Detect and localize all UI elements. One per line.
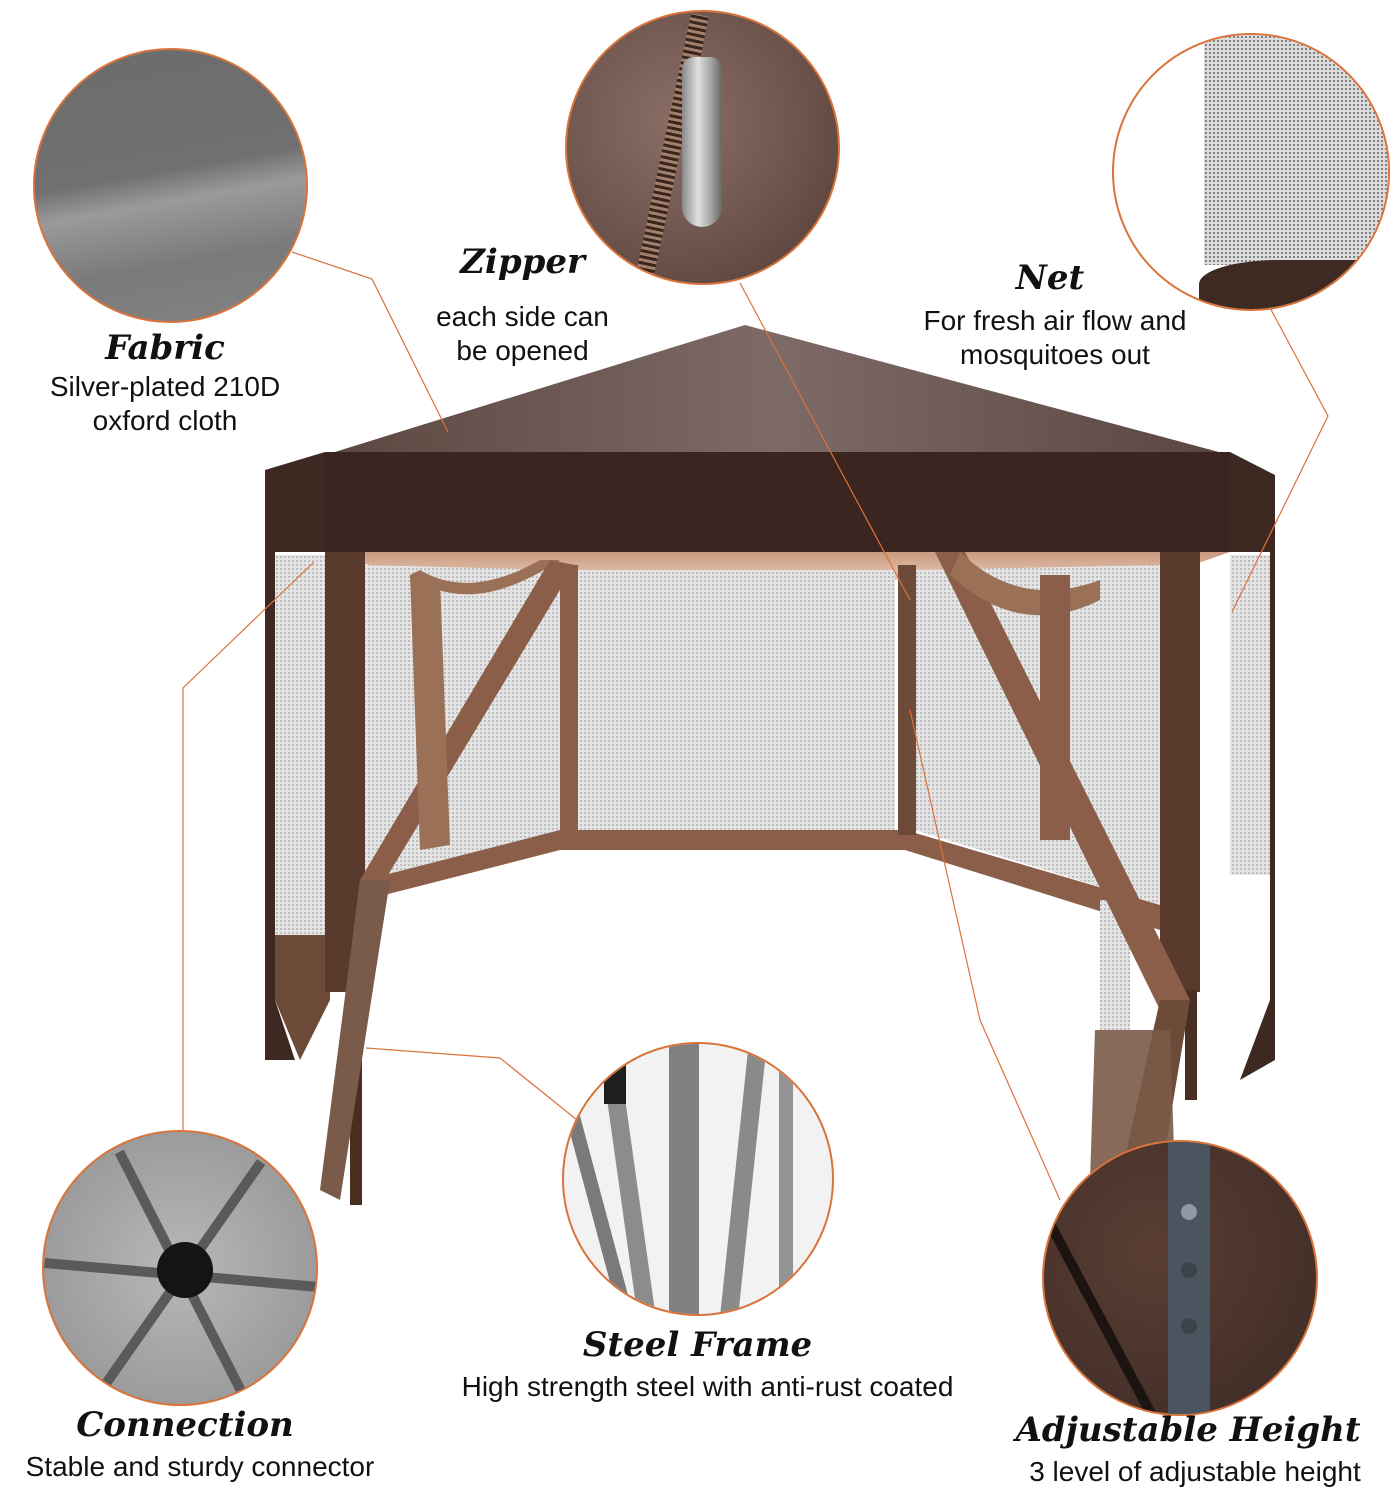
adjust-hole-icon	[1181, 1204, 1197, 1220]
right-front-post	[1160, 552, 1200, 992]
hub-connector-icon	[157, 1242, 213, 1298]
net-hem-brown	[1199, 260, 1388, 309]
connection-leader	[182, 561, 315, 1140]
adjustable-height-description: 3 level of adjustable height	[1000, 1455, 1390, 1489]
adjustable-height-closeup-image	[1042, 1140, 1318, 1416]
net-description-line-2: mosquitoes out	[960, 338, 1150, 370]
adjustable-height-title: Adjustable Height	[1015, 1410, 1361, 1450]
connection-description-line-1: Stable and sturdy connector	[25, 1451, 375, 1482]
net-leader	[1231, 303, 1329, 613]
steel-bar	[718, 1044, 768, 1314]
connection-closeup-image	[42, 1130, 318, 1406]
steel-frame-title: Steel Frame	[582, 1325, 813, 1365]
zipper-title: Zipper	[460, 242, 585, 282]
fabric-closeup-image	[33, 48, 308, 323]
steel-bar	[779, 1044, 793, 1314]
zipper-leader	[739, 282, 911, 601]
zipper-description-line-2: be opened	[456, 334, 589, 366]
net-description: For fresh air flow and mosquitoes out	[890, 304, 1220, 371]
back-mesh-wall	[575, 570, 895, 830]
connection-description: Stable and sturdy connector	[0, 1450, 400, 1484]
adjustable-leg-bar	[1168, 1142, 1210, 1414]
fabric-description-line-1: Silver-plated 210D	[49, 371, 281, 402]
zipper-closeup-image	[565, 10, 840, 285]
steel-hinge	[604, 1064, 626, 1104]
net-closeup-image	[1112, 33, 1390, 311]
connection-title: Connection	[76, 1405, 294, 1445]
adjustable-height-leader	[909, 709, 1061, 1201]
steel-frame-closeup-image	[562, 1042, 834, 1316]
gazebo-roof	[325, 325, 1230, 455]
steel-frame-description: High strength steel with anti-rust coate…	[420, 1370, 995, 1404]
fabric-description: Silver-plated 210D oxford cloth	[10, 370, 320, 437]
steel-frame-leader	[365, 1047, 578, 1121]
gazebo-valance	[325, 452, 1230, 552]
fabric-description-line-2: oxford cloth	[92, 404, 238, 436]
mesh-texture	[1204, 35, 1388, 265]
zipper-pull-icon	[682, 57, 722, 227]
adjust-hole-icon	[1181, 1318, 1197, 1334]
leader-lines	[182, 251, 1329, 1201]
net-title: Net	[1015, 258, 1085, 298]
fabric-leader	[291, 251, 449, 433]
zipper-description-line-1: each side can	[436, 301, 609, 332]
zipper-description: each side can be opened	[410, 300, 635, 367]
net-description-line-1: For fresh air flow and	[923, 305, 1187, 336]
steel-bar	[669, 1044, 699, 1314]
adjustable-height-description-line-1: 3 level of adjustable height	[1029, 1456, 1361, 1487]
fabric-title: Fabric	[105, 328, 225, 368]
steel-frame-description-line-1: High strength steel with anti-rust coate…	[461, 1371, 954, 1402]
adjust-hole-icon	[1181, 1262, 1197, 1278]
